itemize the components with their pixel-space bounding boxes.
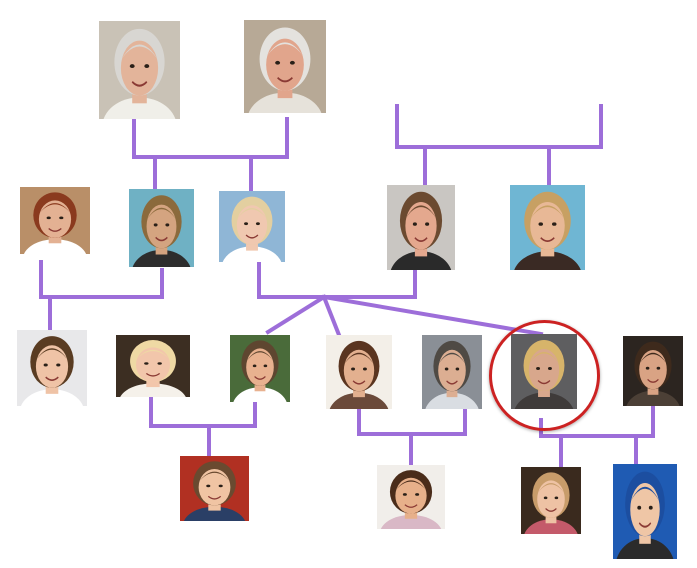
- person-boy-bottom-left: [180, 456, 249, 521]
- person-aunt-left: [20, 187, 90, 254]
- person-boy-left: [17, 330, 87, 406]
- person-mother-center: [219, 191, 285, 262]
- person-woman-right-gen2: [510, 185, 585, 270]
- connector-center-to-highlighted: [321, 294, 544, 337]
- highlight-circle: [489, 320, 600, 431]
- person-girl-curly: [377, 465, 445, 529]
- connector-center-to-man: [265, 294, 327, 335]
- person-man-smiling: [230, 335, 290, 402]
- person-grandmother: [99, 21, 180, 119]
- connector-couple-b: [357, 407, 467, 436]
- portrait-uncle-left: [129, 189, 194, 267]
- connector-center-to-brunette: [321, 294, 342, 338]
- portrait-man-glasses: [623, 336, 683, 406]
- person-father-center: [387, 185, 455, 270]
- person-grandfather: [244, 20, 326, 113]
- portrait-grandfather: [244, 20, 326, 113]
- portrait-woman-right-gen2: [510, 185, 585, 270]
- portrait-boy-bottom-left: [180, 456, 249, 521]
- connector-center-couple: [257, 261, 417, 299]
- person-uncle-left: [129, 189, 194, 267]
- portrait-man-gray-shirt: [422, 335, 482, 409]
- connector-right-parents: [395, 104, 603, 149]
- portrait-girl-curly: [377, 465, 445, 529]
- connector-grandparents-couple: [132, 117, 289, 159]
- portrait-boy-blue-cap: [613, 464, 677, 559]
- person-brunette-woman: [326, 335, 392, 409]
- connector-couple-a: [149, 395, 257, 428]
- connector-group: [39, 104, 655, 469]
- person-man-glasses: [623, 336, 683, 406]
- portrait-man-smiling: [230, 335, 290, 402]
- portrait-grandmother: [99, 21, 180, 119]
- person-blonde-woman: [116, 335, 190, 397]
- person-girl-blonde: [521, 467, 581, 534]
- portrait-father-center: [387, 185, 455, 270]
- portrait-mother-center: [219, 191, 285, 262]
- portrait-blonde-woman: [116, 335, 190, 397]
- connector-left-couple: [39, 260, 164, 299]
- portrait-girl-blonde: [521, 467, 581, 534]
- person-man-gray-shirt: [422, 335, 482, 409]
- portrait-brunette-woman: [326, 335, 392, 409]
- portrait-aunt-left: [20, 187, 90, 254]
- person-boy-blue-cap: [613, 464, 677, 559]
- portrait-boy-left: [17, 330, 87, 406]
